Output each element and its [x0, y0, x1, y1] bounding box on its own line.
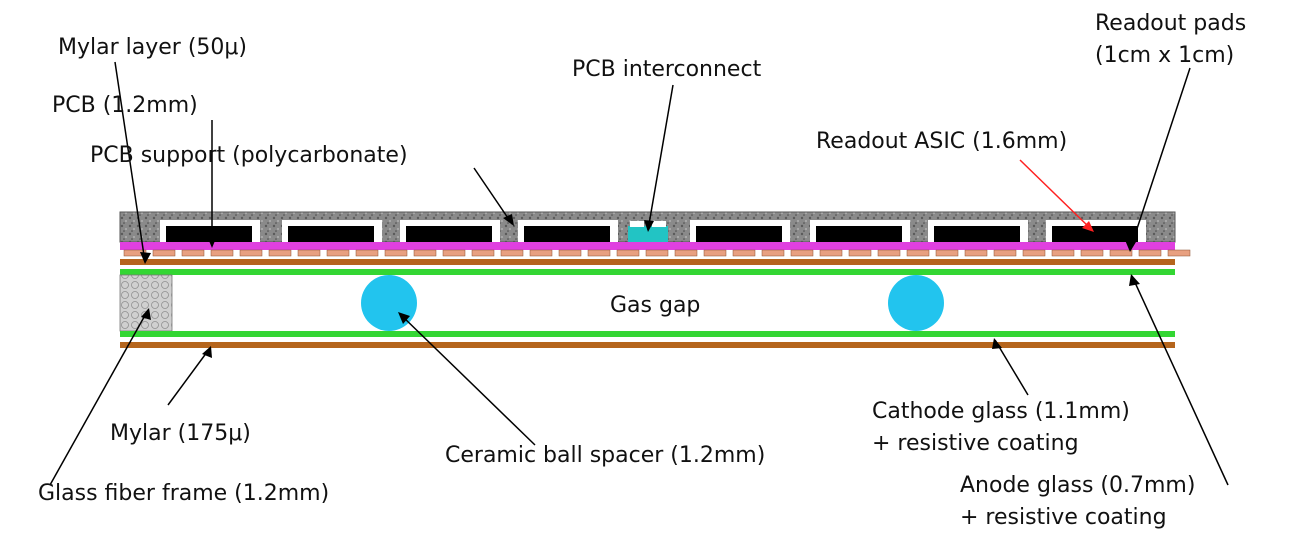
readout-asic-chip [524, 226, 610, 242]
readout-pad [906, 249, 930, 257]
label-pcb: PCB (1.2mm) [52, 93, 198, 118]
readout-pad [500, 249, 524, 257]
label-readout-pads: Readout pads [1095, 11, 1246, 36]
label-mylar-175: Mylar (175μ) [110, 421, 251, 446]
readout-asic-chip [406, 226, 492, 242]
label-anode-glass: Anode glass (0.7mm) [960, 473, 1195, 498]
readout-asic-chip [288, 226, 374, 242]
arrowheads [140, 214, 1140, 358]
readout-pad [239, 249, 263, 257]
readout-pad [587, 249, 611, 257]
label-readout-pads-size: (1cm x 1cm) [1095, 43, 1234, 68]
readout-pad [326, 249, 350, 257]
label-glass-fiber-frame: Glass fiber frame (1.2mm) [38, 481, 329, 506]
readout-pad [1109, 249, 1133, 257]
readout-pad [616, 249, 640, 257]
readout-pad [819, 249, 843, 257]
readout-pad [761, 249, 785, 257]
readout-pad [355, 249, 379, 257]
label-gas-gap: Gas gap [610, 293, 700, 318]
anode-glass [120, 269, 1175, 275]
readout-pad [442, 249, 466, 257]
readout-asic-chip [696, 226, 782, 242]
readout-pad [1167, 249, 1191, 257]
readout-pad [645, 249, 669, 257]
mylar-layer-50 [120, 259, 1175, 265]
readout-pad [993, 249, 1017, 257]
readout-pad [1080, 249, 1104, 257]
readout-pad [964, 249, 988, 257]
readout-pad [384, 249, 408, 257]
mylar-layer-175 [120, 342, 1175, 348]
pcb-interconnect [628, 226, 668, 242]
label-mylar-layer: Mylar layer (50μ) [58, 35, 247, 60]
readout-pad [674, 249, 698, 257]
readout-pad [181, 249, 205, 257]
readout-asic-chip [934, 226, 1020, 242]
readout-pad [268, 249, 292, 257]
readout-pad [297, 249, 321, 257]
asic-leader [1019, 159, 1094, 232]
readout-pad [152, 249, 176, 257]
readout-pad [703, 249, 727, 257]
readout-asic-chip [1052, 226, 1138, 242]
readout-asic-chip [816, 226, 902, 242]
readout-pad [790, 249, 814, 257]
label-ceramic-ball: Ceramic ball spacer (1.2mm) [445, 443, 765, 468]
leader-lines [49, 61, 1229, 486]
readout-pad [1022, 249, 1046, 257]
readout-pads-row [123, 249, 1191, 257]
readout-pad [877, 249, 901, 257]
readout-pad [1138, 249, 1162, 257]
readout-pad [732, 249, 756, 257]
readout-pad [935, 249, 959, 257]
label-cathode-glass: Cathode glass (1.1mm) [872, 399, 1130, 424]
readout-asic-chip [166, 226, 252, 242]
pcb-layer [120, 242, 1175, 250]
label-cathode-coating: + resistive coating [872, 431, 1079, 456]
glass-fiber-frame [119, 274, 173, 332]
readout-pad [1051, 249, 1075, 257]
label-pcb-interconnect: PCB interconnect [572, 57, 762, 82]
readout-pad [558, 249, 582, 257]
ceramic-ball-spacer [888, 275, 944, 331]
label-anode-coating: + resistive coating [960, 505, 1167, 530]
label-readout-asic: Readout ASIC (1.6mm) [816, 129, 1067, 154]
readout-pad [210, 249, 234, 257]
readout-pad [529, 249, 553, 257]
asic-group [160, 220, 1146, 242]
readout-pad [848, 249, 872, 257]
readout-pad [471, 249, 495, 257]
cathode-glass [120, 331, 1175, 337]
readout-pad [413, 249, 437, 257]
label-pcb-support: PCB support (polycarbonate) [90, 143, 408, 168]
